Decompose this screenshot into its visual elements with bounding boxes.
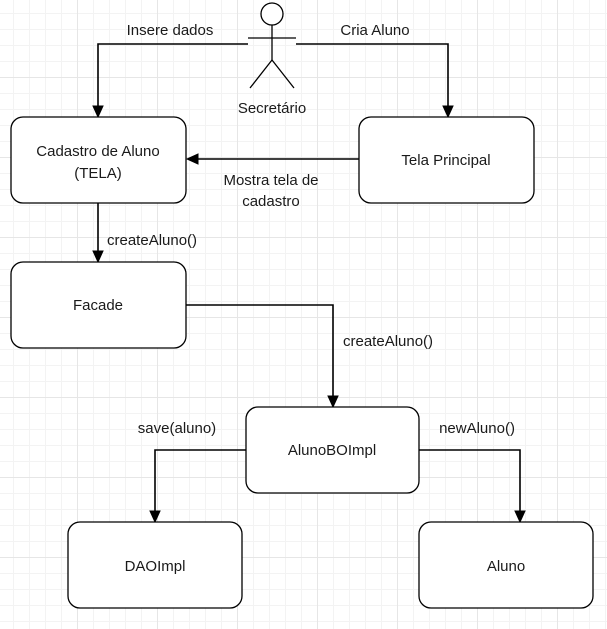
node-aluno-label: Aluno [487,558,525,575]
edge-insere-dados [92,43,248,119]
actor-secretario[interactable]: Secretário [238,2,306,117]
edge-label-new-aluno: newAluno() [439,420,515,437]
node-aluno-bo-impl[interactable]: AlunoBOImpl [245,406,420,494]
node-facade[interactable]: Facade [10,261,187,349]
node-cadastro-line1: Cadastro de Aluno [36,143,159,160]
edge-label-cria-aluno: Cria Aluno [340,22,409,39]
edge-label-insere-dados: Insere dados [127,22,214,39]
node-tela-principal[interactable]: Tela Principal [358,116,535,204]
edge-label-save-aluno: save(aluno) [138,420,216,437]
actor-label: Secretário [238,100,306,117]
edge-label-create-aluno-2: createAluno() [343,333,433,350]
node-cadastro-line2: (TELA) [74,165,122,182]
node-dao-impl-label: DAOImpl [125,558,186,575]
node-facade-label: Facade [73,297,123,314]
stick-figure-icon [248,2,296,89]
edge-label-create-aluno-1: createAluno() [107,232,197,249]
node-cadastro-de-aluno[interactable]: Cadastro de Aluno (TELA) [10,116,187,204]
edge-mostra-tela [185,153,359,165]
node-dao-impl[interactable]: DAOImpl [67,521,243,609]
edge-new-aluno [419,449,526,524]
edge-cria-aluno [296,43,454,119]
edge-label-mostra-tela-2: cadastro [242,193,300,210]
node-tela-principal-label: Tela Principal [401,152,490,169]
node-aluno[interactable]: Aluno [418,521,594,609]
edge-create-aluno-2 [186,304,339,409]
node-aluno-bo-impl-label: AlunoBOImpl [288,442,376,459]
edge-label-mostra-tela-1: Mostra tela de [223,172,318,189]
edge-save-aluno [149,449,246,524]
edge-create-aluno-1 [92,203,104,264]
